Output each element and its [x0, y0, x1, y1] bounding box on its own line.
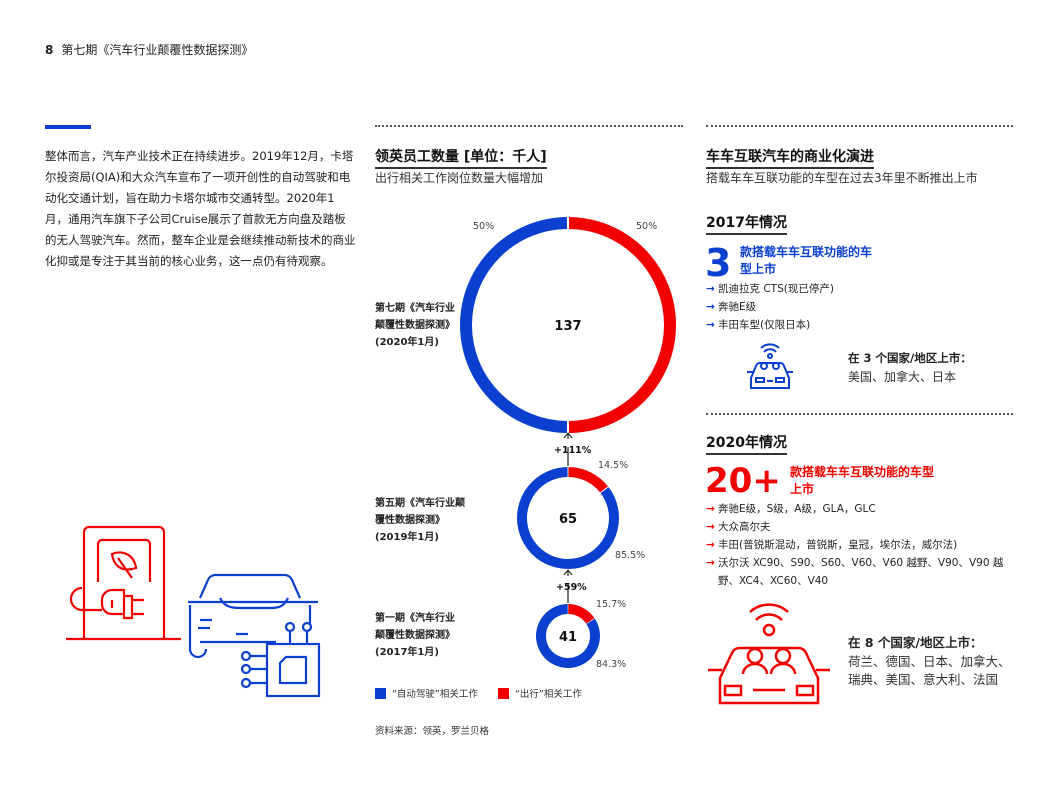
growth-59: +59% — [556, 582, 587, 593]
legend-av: “自动驾驶”相关工作 — [375, 686, 478, 700]
charging-station-icon — [66, 525, 181, 641]
employees-title-block: 领英员工数量 [单位：千人] 出行相关工作岗位数量大幅增加 — [375, 146, 547, 186]
connected-car-icon-red — [708, 603, 830, 705]
list-2020: →奔驰E级，S级，A级，GLA，GLC →大众高尔夫 →丰田(普锐斯混动，普锐斯… — [706, 500, 1006, 590]
connected-title: 车车互联汽车的商业化演进 — [706, 149, 874, 169]
accent-bar — [45, 125, 91, 129]
caption-2017: 款搭载车车互联功能的车型上市 — [740, 245, 873, 276]
donut-segment-av — [517, 467, 619, 569]
car-chip-icon — [188, 573, 321, 698]
growth-arrow — [563, 432, 573, 466]
donut-segment-mobility — [567, 604, 595, 624]
list-item: →凯迪拉克 CTS(现已停产) — [706, 283, 834, 295]
list-item: →奔驰E级 — [706, 301, 757, 313]
connected-car-icon-blue — [747, 343, 793, 389]
donut-label-2020: 第七期《汽车行业颠覆性数据探测》(2020年1月) — [375, 303, 455, 348]
donut-label-2019: 第五期《汽车行业颠覆性数据探测》(2019年1月) — [375, 498, 465, 543]
list-item: →奔驰E级，S级，A级，GLA，GLC — [706, 503, 876, 515]
legend-swatch-red — [498, 687, 509, 699]
donut-label-2017: 第一期《汽车行业颠覆性数据探测》(2017年1月) — [375, 613, 455, 658]
divider — [706, 125, 1013, 127]
donut-total: 137 — [554, 319, 581, 334]
caption-2020: 款搭载车车互联功能的车型上市 — [790, 465, 935, 496]
pct-av-2020: 50% — [473, 221, 495, 232]
divider — [375, 125, 683, 127]
source-note: 资料来源：领英，罗兰贝格 — [375, 726, 490, 737]
donut-total: 41 — [559, 630, 577, 645]
intro-paragraph: 整体而言，汽车产业技术正在持续进步。2019年12月，卡塔尔投资局(QIA)和大… — [45, 149, 356, 268]
markets-2020: 荷兰、德国、日本、加拿大、瑞典、美国、意大利、法国 — [848, 654, 1011, 687]
pct-av-2019: 85.5% — [615, 550, 646, 561]
publication-title: 第七期《汽车行业颠覆性数据探测》 — [61, 43, 254, 57]
list-item: →丰田车型(仅限日本) — [706, 319, 811, 331]
markets-2017: 美国、加拿大、日本 — [848, 370, 957, 384]
list-2017: →凯迪拉克 CTS(现已停产) →奔驰E级 →丰田车型(仅限日本) — [706, 280, 1006, 334]
markets-title-2020: 在 8 个国家/地区上市： — [848, 635, 983, 650]
pct-av-2017: 84.3% — [596, 659, 627, 670]
legend-swatch-blue — [375, 687, 386, 699]
employees-subtitle: 出行相关工作岗位数量大幅增加 — [375, 171, 544, 185]
growth-arrow — [563, 569, 573, 603]
markets-title-2017: 在 3 个国家/地区上市： — [848, 351, 972, 365]
legend-mobility-label: “出行”相关工作 — [515, 689, 582, 700]
list-item: →沃尔沃 XC90、S90、S60、V60、V60 越野、V90、V90 越野、… — [706, 557, 1004, 587]
legend-mobility: “出行”相关工作 — [498, 686, 582, 700]
donut-segment-mobility — [568, 217, 676, 433]
page-number: 8 — [45, 43, 54, 57]
pct-mob-2017: 15.7% — [596, 599, 627, 610]
employees-title: 领英员工数量 [单位：千人] — [375, 149, 547, 169]
legend-av-label: “自动驾驶”相关工作 — [392, 689, 478, 700]
count-2020: 20+ — [705, 461, 781, 501]
donut-segment-mobility — [568, 467, 608, 493]
pct-mob-2019: 14.5% — [598, 460, 629, 471]
count-2017: 3 — [705, 241, 732, 285]
donut-total: 65 — [559, 512, 577, 527]
heading-2017: 2017年情况 — [706, 215, 787, 235]
divider — [706, 413, 1013, 415]
donut-charts: 137 65 41 — [460, 217, 676, 668]
connected-title-block: 车车互联汽车的商业化演进 搭载车车互联功能的车型在过去3年里不断推出上市 — [706, 146, 978, 186]
donut-segment-av — [536, 604, 600, 668]
donut-segment-av — [460, 217, 568, 433]
list-item: →丰田(普锐斯混动，普锐斯，皇冠，埃尔法，威尔法) — [706, 539, 958, 551]
ev-charger-car-illustration — [66, 525, 321, 698]
connected-subtitle: 搭载车车互联功能的车型在过去3年里不断推出上市 — [706, 171, 978, 185]
growth-111: +111% — [554, 445, 592, 456]
heading-2020: 2020年情况 — [706, 435, 787, 455]
pct-mob-2020: 50% — [636, 221, 658, 232]
list-item: →大众高尔夫 — [706, 521, 771, 533]
page-header: 8 第七期《汽车行业颠覆性数据探测》 — [45, 41, 253, 58]
